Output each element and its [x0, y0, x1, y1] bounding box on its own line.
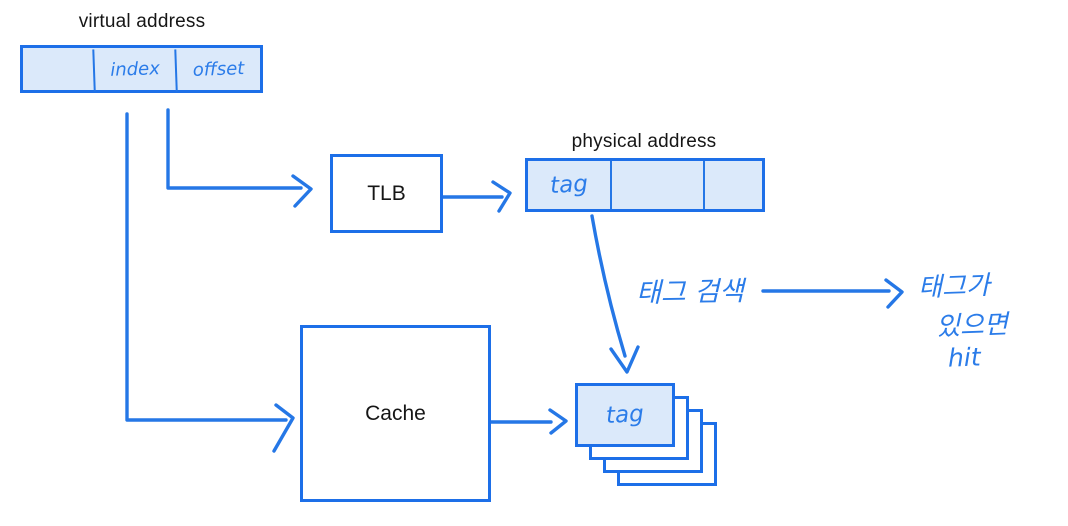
virtual-address-field-index: index [92, 46, 176, 92]
arrow-tag-search-head-icon [884, 278, 904, 309]
tlb-box: TLB [330, 154, 443, 233]
physical-address-field-tag: tag [549, 171, 589, 199]
virtual-address-title: virtual address [78, 11, 206, 32]
annotation-tag-exists: 태그가 [917, 270, 991, 304]
arrow-address-to-tlb-head-icon [291, 174, 313, 208]
annotation-hit: hit [947, 342, 982, 373]
arrow-pa-to-stack-line [590, 214, 627, 358]
virtual-address-field-tag [23, 48, 93, 90]
tag-card-label: tag [605, 401, 645, 429]
annotation-if-exists: 있으면 [935, 309, 1009, 343]
cache-label: Cache [365, 401, 426, 425]
annotation-tag-search: 태그 검색 [635, 276, 745, 309]
arrow-cache-to-stack-head-icon [548, 408, 568, 435]
physical-address-field-2 [610, 161, 703, 209]
tag-card-front: tag [575, 383, 675, 447]
physical-address-box: tag [525, 158, 765, 212]
arrow-tlb-to-pa-head-icon [491, 180, 512, 213]
virtual-address-field-offset: offset [174, 46, 261, 92]
arrow-address-to-tlb-line [166, 108, 303, 190]
arrow-pa-to-stack-head-icon [609, 345, 640, 374]
physical-address-field-3 [703, 161, 762, 209]
cache-box: Cache [300, 325, 491, 502]
physical-address-title: physical address [571, 131, 717, 152]
arrow-index-to-cache-line [125, 112, 288, 422]
tlb-label: TLB [367, 181, 406, 205]
arrow-index-to-cache-head-icon [272, 403, 295, 453]
virtual-address-box: index offset [20, 45, 263, 93]
